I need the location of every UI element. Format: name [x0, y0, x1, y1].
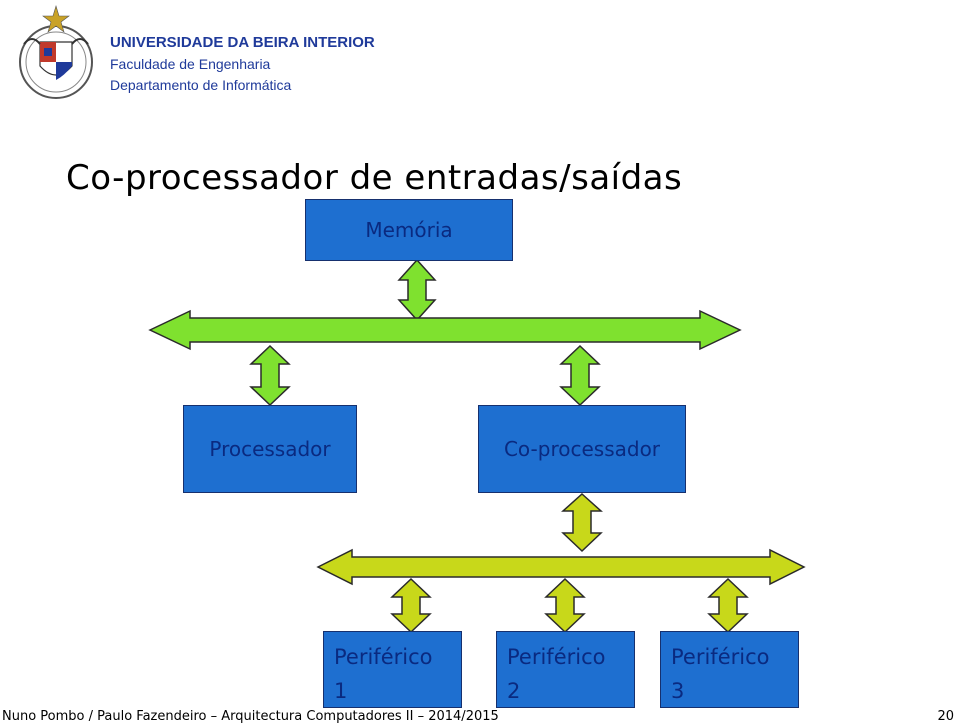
coprocessor-io-arrow: [561, 492, 603, 553]
memory-bus-arrow: [397, 258, 437, 322]
peripheral-2-number: 2: [507, 679, 521, 703]
memory-label: Memória: [365, 218, 453, 242]
peripheral-1-box: Periférico 1: [323, 631, 462, 708]
peripheral-3-label: Periférico: [671, 645, 770, 669]
footer-credits: Nuno Pombo / Paulo Fazendeiro – Arquitec…: [2, 709, 499, 724]
processor-box: Processador: [183, 405, 357, 493]
peripheral-2-arrow: [544, 577, 586, 634]
coprocessor-bus-arrow: [559, 344, 601, 407]
coprocessor-box: Co-processador: [478, 405, 686, 493]
peripheral-3-box: Periférico 3: [660, 631, 799, 708]
processor-bus-arrow: [249, 344, 291, 407]
system-bus: [148, 309, 742, 351]
peripheral-2-label: Periférico: [507, 645, 606, 669]
page-number: 20: [937, 709, 954, 724]
university-name: UNIVERSIDADE DA BEIRA INTERIOR: [110, 34, 375, 51]
io-bus: [316, 548, 806, 586]
peripheral-3-arrow: [707, 577, 749, 634]
university-logo: [19, 4, 93, 99]
memory-box: Memória: [305, 199, 513, 261]
peripheral-2-box: Periférico 2: [496, 631, 635, 708]
peripheral-1-label: Periférico: [334, 645, 433, 669]
peripheral-1-arrow: [390, 577, 432, 634]
coprocessor-label: Co-processador: [503, 437, 661, 461]
slide-title: Co-processador de entradas/saídas: [66, 158, 683, 198]
processor-label: Processador: [209, 437, 331, 461]
peripheral-3-number: 3: [671, 679, 685, 703]
peripheral-1-number: 1: [334, 679, 348, 703]
faculty-name: Faculdade de Engenharia: [110, 56, 271, 72]
department-name: Departamento de Informática: [110, 77, 292, 93]
